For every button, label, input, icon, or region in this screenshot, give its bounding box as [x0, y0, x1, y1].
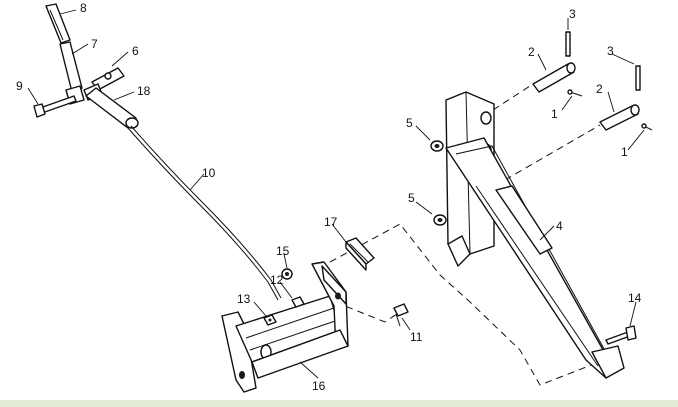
alignment-line-pins-upper [492, 85, 531, 111]
callout-6: 6 [132, 44, 139, 58]
leader-lines [27, 9, 645, 379]
callout-13: 13 [237, 292, 251, 306]
callout-8: 8 [80, 1, 87, 15]
part-15-bushing [281, 268, 293, 280]
bottom-border-strip [0, 400, 678, 407]
part-17-spacer-block [345, 237, 375, 271]
callout-9: 9 [16, 79, 23, 93]
callout-5-lower: 5 [408, 191, 415, 205]
callout-1-lower: 1 [621, 145, 628, 159]
alignment-line-mount-frame [329, 223, 613, 386]
callout-2-lower: 2 [596, 82, 603, 96]
part-1-cotter-pin-upper [567, 89, 583, 97]
part-5-nut-upper [430, 140, 444, 152]
part-12-nut [291, 296, 305, 308]
callout-2-upper: 2 [528, 45, 535, 59]
part-10-control-rod [127, 125, 282, 301]
callout-14: 14 [628, 291, 642, 305]
callout-3-upper: 3 [569, 7, 576, 21]
part-1-cotter-pin-lower [641, 123, 653, 131]
part-16-mounting-frame [221, 261, 349, 393]
callout-11: 11 [410, 330, 423, 344]
callout-15: 15 [276, 244, 290, 258]
part-2-pin-lower [599, 104, 640, 131]
callout-3-lower: 3 [607, 44, 614, 58]
part-7-lever [59, 41, 85, 105]
callout-5-upper: 5 [406, 116, 413, 130]
callout-4: 4 [556, 219, 563, 233]
alignment-line-pins-lower [504, 124, 601, 181]
part-14-bolt [605, 325, 637, 345]
part-5-nut-lower [433, 214, 447, 226]
part-3-rod-lower [635, 65, 641, 91]
part-11-bolt [393, 303, 409, 327]
part-4-main-arm [445, 91, 625, 379]
alignment-line-bolt-11 [334, 301, 401, 323]
part-8-handle-grip [45, 3, 71, 44]
callout-18: 18 [137, 84, 151, 98]
callout-7: 7 [91, 37, 98, 51]
part-18-pivot-arm [85, 87, 139, 129]
part-9-bolt [33, 95, 77, 118]
part-13-nut [263, 314, 277, 326]
callout-16: 16 [312, 379, 326, 393]
callout-10: 10 [202, 166, 216, 180]
part-2-pin-upper [532, 62, 576, 93]
callout-12: 12 [270, 273, 284, 287]
callout-17: 17 [324, 215, 338, 229]
part-3-rod-upper [565, 31, 571, 57]
callout-1-upper: 1 [551, 107, 558, 121]
